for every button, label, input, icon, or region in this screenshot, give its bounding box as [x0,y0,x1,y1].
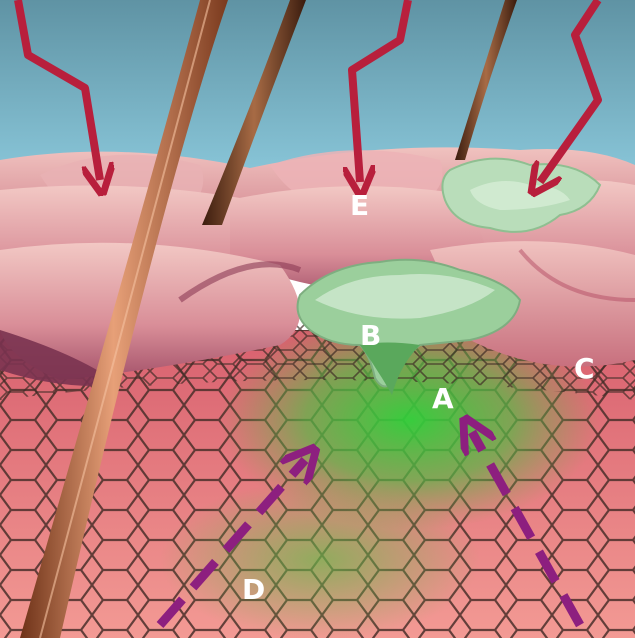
label-d: D [242,573,265,606]
label-b: B [360,319,381,352]
label-a: A [432,382,454,415]
label-c: C [574,352,595,385]
label-e: E [350,189,369,222]
